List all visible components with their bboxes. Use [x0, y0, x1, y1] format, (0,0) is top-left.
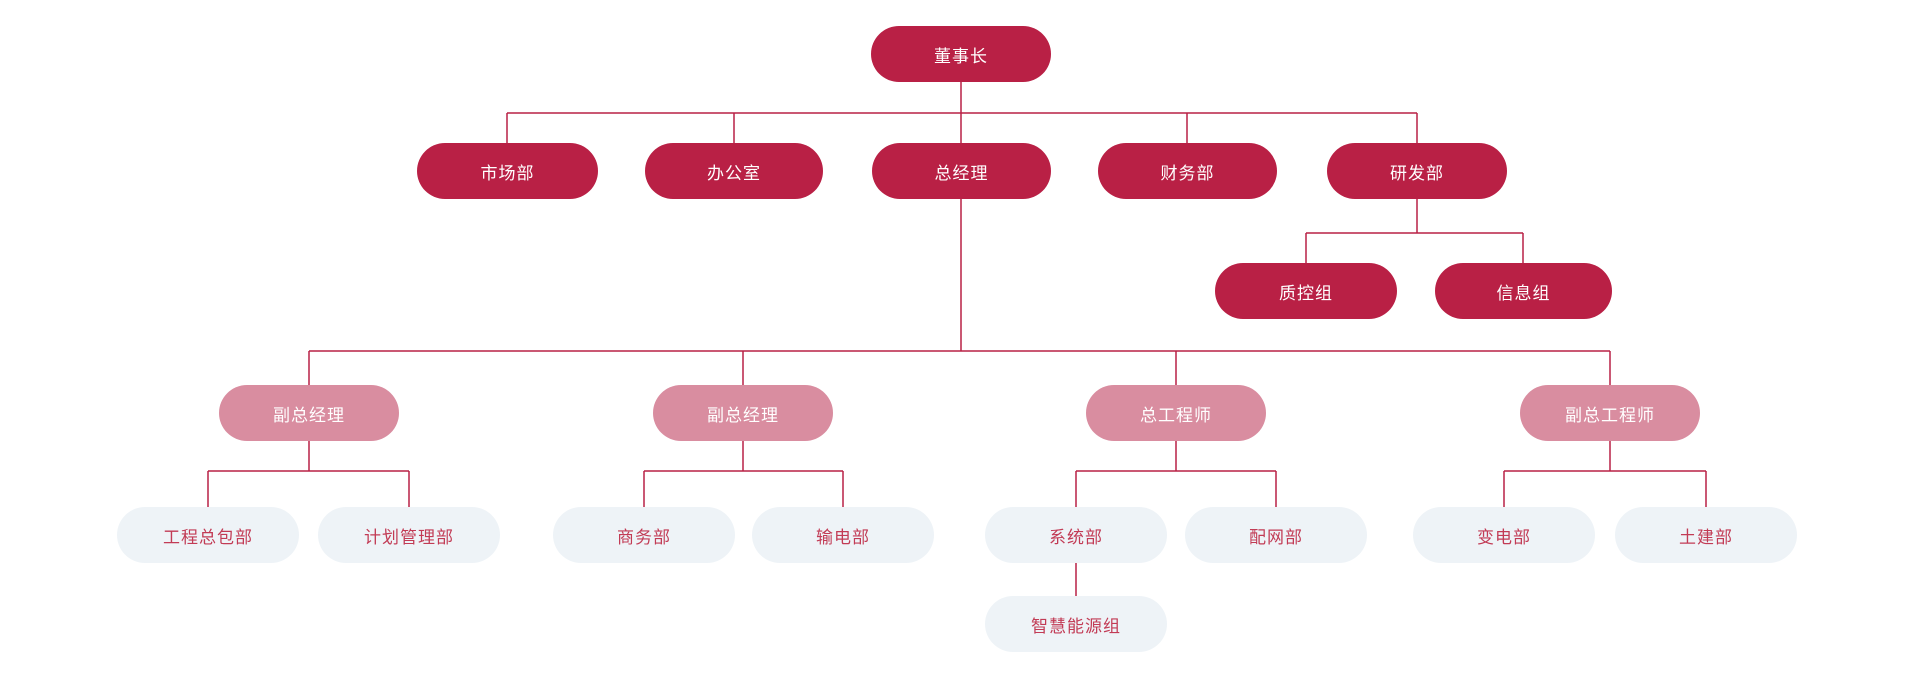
org-node-commerce-dept[interactable]: 商务部: [553, 507, 735, 563]
org-node-substation-dept[interactable]: 变电部: [1413, 507, 1595, 563]
org-node-planning-dept[interactable]: 计划管理部: [318, 507, 500, 563]
org-node-info-group[interactable]: 信息组: [1435, 263, 1612, 319]
org-node-marketing[interactable]: 市场部: [417, 143, 598, 199]
org-node-general-manager[interactable]: 总经理: [872, 143, 1051, 199]
org-node-qc-group[interactable]: 质控组: [1215, 263, 1397, 319]
org-node-deputy-chief-engineer[interactable]: 副总工程师: [1520, 385, 1700, 441]
org-node-transmission-dept[interactable]: 输电部: [752, 507, 934, 563]
org-node-smart-energy-group[interactable]: 智慧能源组: [985, 596, 1167, 652]
org-node-office[interactable]: 办公室: [645, 143, 823, 199]
org-node-finance[interactable]: 财务部: [1098, 143, 1277, 199]
org-node-deputy-gm-1[interactable]: 副总经理: [219, 385, 399, 441]
org-node-deputy-gm-2[interactable]: 副总经理: [653, 385, 833, 441]
org-node-chief-engineer[interactable]: 总工程师: [1086, 385, 1266, 441]
org-node-civil-dept[interactable]: 土建部: [1615, 507, 1797, 563]
org-node-epc-dept[interactable]: 工程总包部: [117, 507, 299, 563]
org-node-chairman[interactable]: 董事长: [871, 26, 1051, 82]
org-node-rnd[interactable]: 研发部: [1327, 143, 1507, 199]
org-node-distribution-dept[interactable]: 配网部: [1185, 507, 1367, 563]
org-node-system-dept[interactable]: 系统部: [985, 507, 1167, 563]
